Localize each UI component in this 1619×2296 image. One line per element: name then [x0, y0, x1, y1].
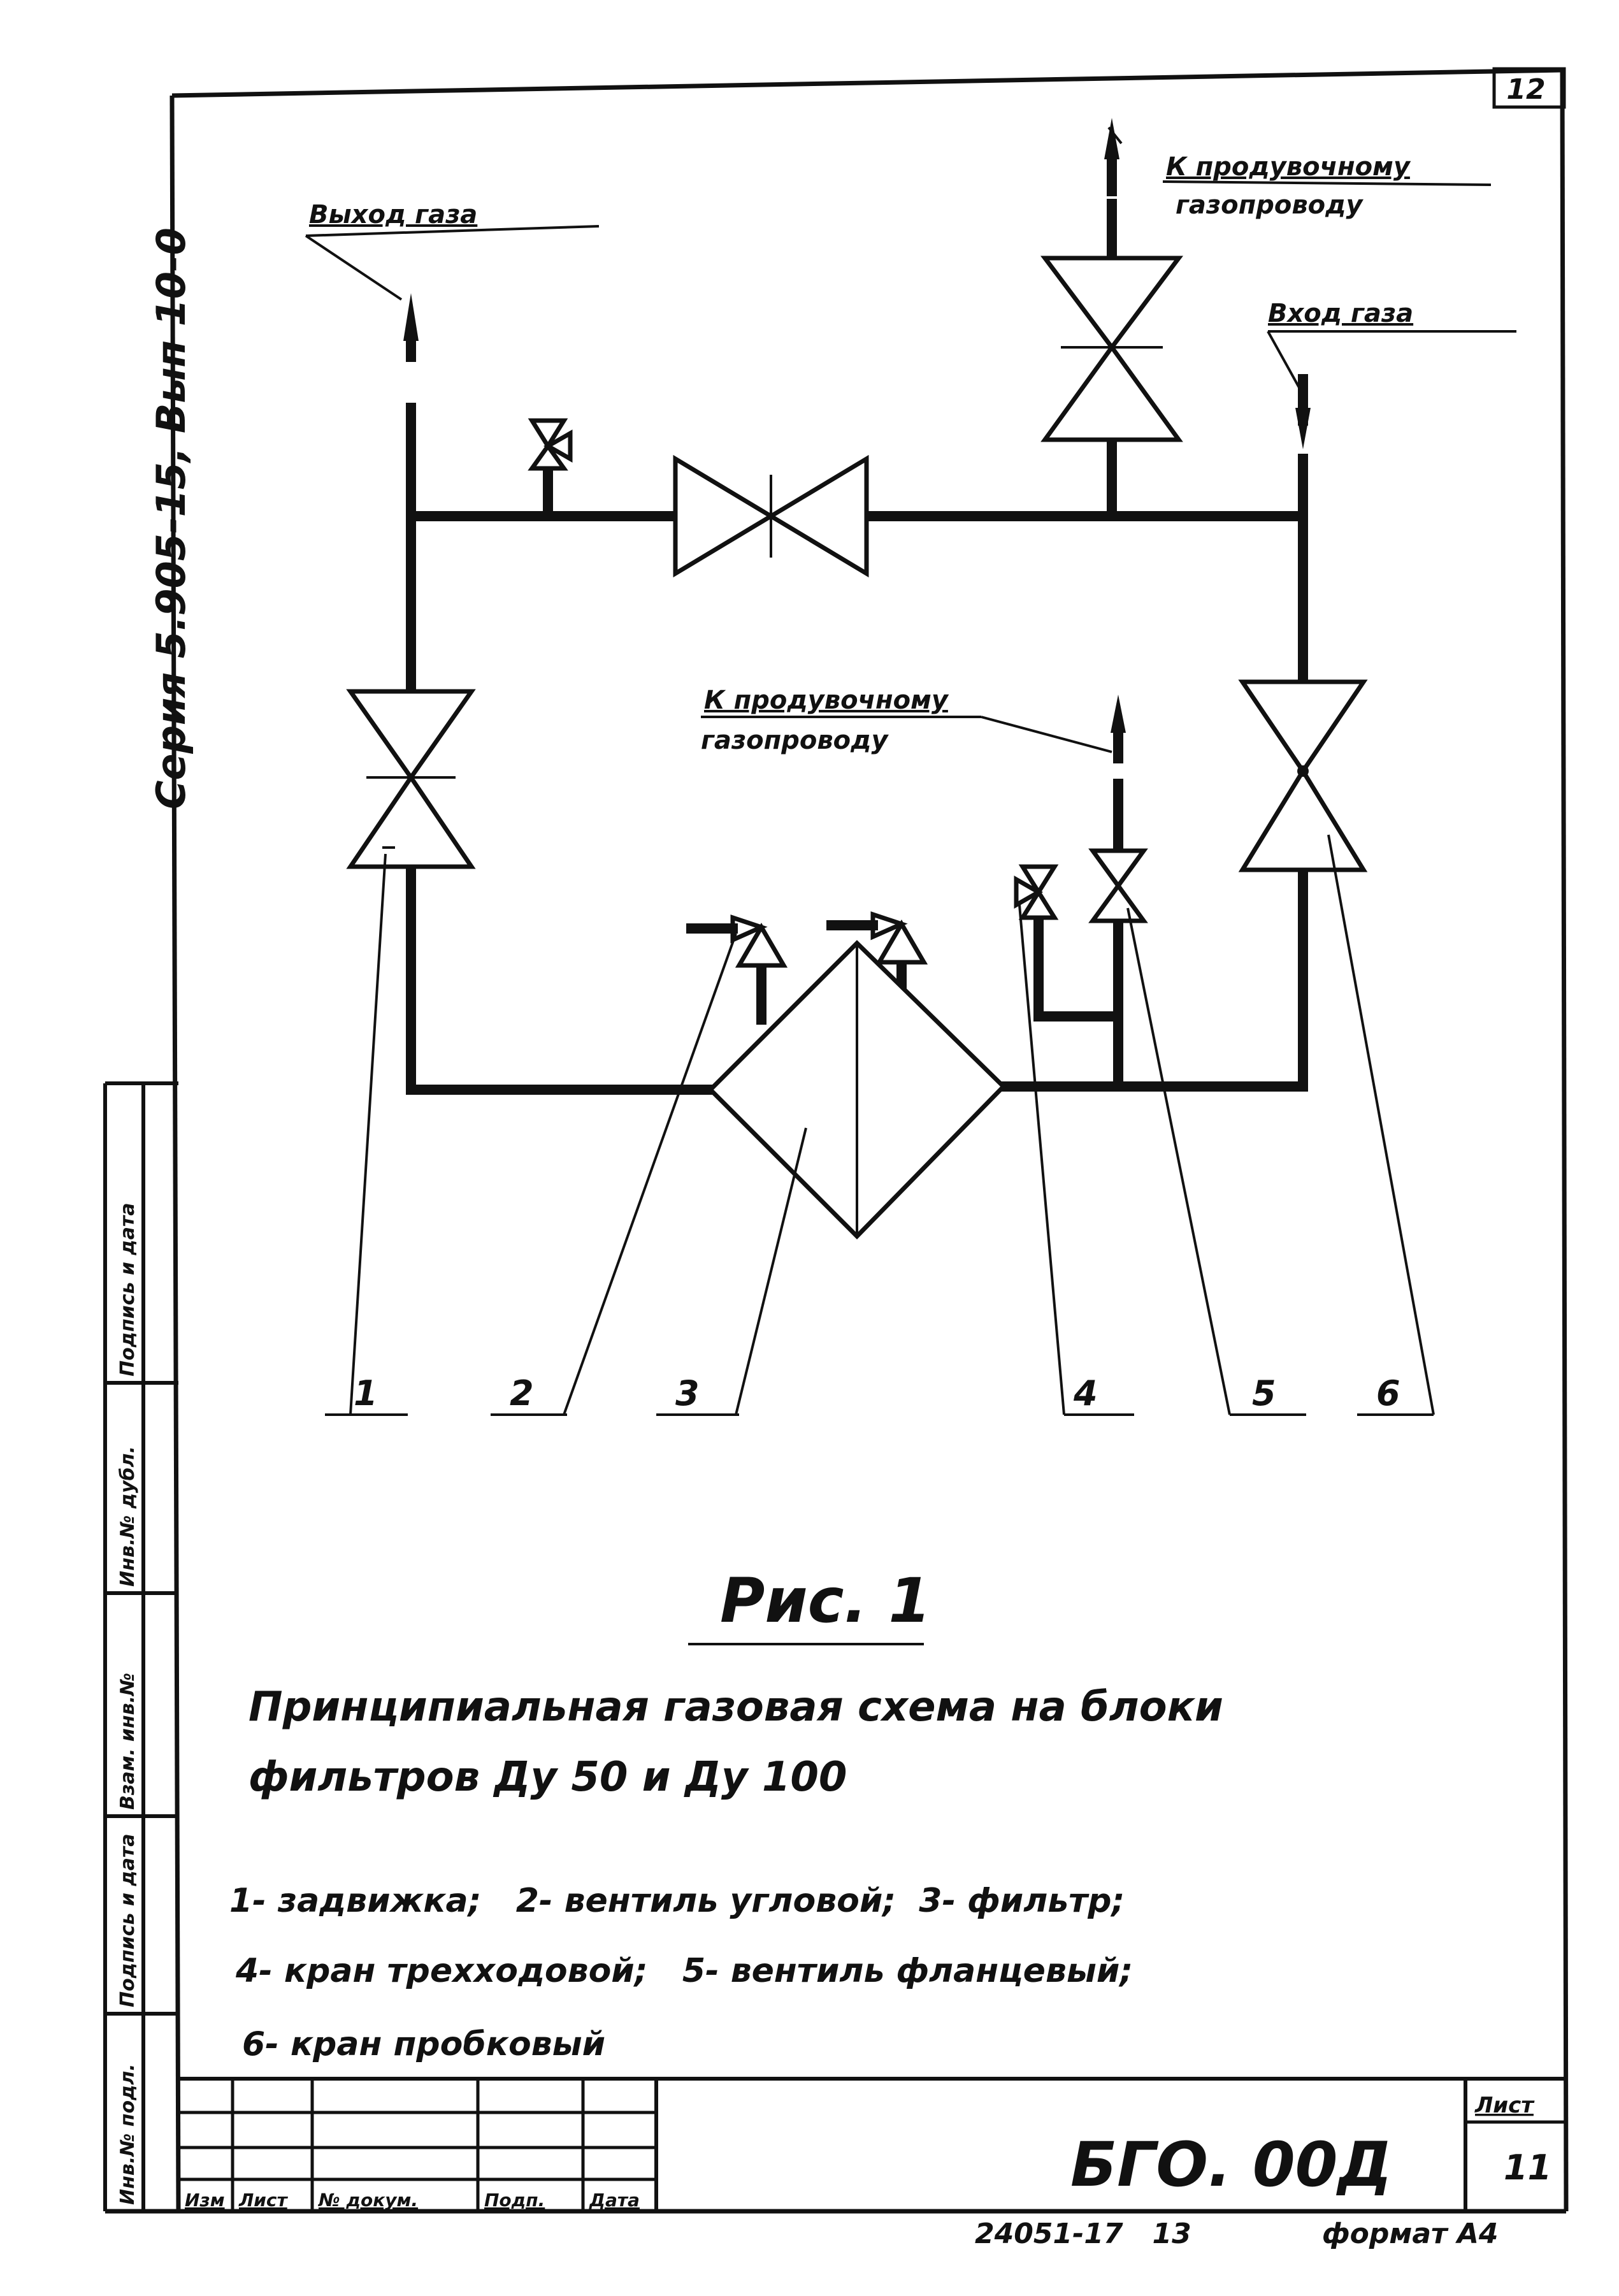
gate-valve-header	[673, 454, 869, 578]
tb-col-list: Лист	[238, 2190, 288, 2211]
arrow-purge-mid	[1111, 695, 1126, 763]
label-purge-mid-line1: К продувочному	[704, 686, 949, 715]
strip-label-inv-dubl: Инв.№ дубл.	[117, 1446, 139, 1587]
pipe-left-vertical-bottom	[406, 862, 716, 1095]
tb-col-date: Дата	[589, 2190, 640, 2211]
callout-2: 2	[510, 1373, 534, 1413]
sheet-number-top: 12	[1506, 73, 1545, 106]
label-purge-mid-line2: газопроводу	[701, 726, 889, 755]
strip-label-signature-date-2: Подпись и дата	[117, 1203, 139, 1376]
label-gas-out: Выход газа	[309, 200, 477, 229]
pipe-three-way-branch	[1033, 913, 1123, 1022]
strip-label-inv-podl: Инв.№ подл.	[117, 2063, 139, 2205]
left-binding-strip	[103, 1081, 178, 2211]
callout-4: 4	[1073, 1373, 1098, 1413]
arrow-gas-in	[1295, 374, 1311, 449]
tb-format: формат А4	[1322, 2218, 1499, 2250]
figure-caption: Рис. 1	[720, 1565, 931, 1636]
strip-label-vzam-inv: Взам. инв.№	[117, 1673, 139, 1810]
tb-col-sign: Подп.	[484, 2190, 545, 2211]
plug-cock-right	[1238, 679, 1368, 872]
callout-3: 3	[675, 1373, 700, 1413]
callout-1: 1	[354, 1373, 378, 1413]
arrow-purge-top	[1104, 118, 1119, 196]
sheet-frame	[105, 67, 1569, 2214]
arrow-gas-out	[403, 293, 419, 362]
tb-col-izm: Изм	[185, 2190, 225, 2211]
filter	[707, 940, 1007, 1239]
figure-title-line2: фильтров Ду 50 и Ду 100	[248, 1754, 847, 1801]
legend-line3: 6- кран пробковый	[242, 2025, 605, 2063]
three-way-cock	[1014, 864, 1059, 920]
tb-sheet-value: 11	[1504, 2148, 1551, 2188]
tb-col-doc: № докум.	[317, 2190, 418, 2211]
legend-line2: 4- кран трехходовой; 5- вентиль фланцевы…	[235, 1952, 1133, 1990]
gas-scheme	[305, 118, 1516, 1416]
tb-sheet-label: Лист	[1474, 2093, 1535, 2118]
gate-valve-left	[346, 689, 476, 869]
angle-valve-2	[826, 911, 928, 965]
title-block	[178, 2077, 1566, 2211]
tb-doc-number: 24051-17 13	[975, 2218, 1191, 2250]
small-valve-header	[528, 418, 573, 521]
callout-5: 5	[1252, 1373, 1276, 1413]
leader-lines	[305, 126, 1516, 1416]
callout-6: 6	[1376, 1373, 1400, 1413]
strip-label-signature-date-1: Подпись и дата	[117, 1834, 139, 2007]
label-purge-top-line2: газопроводу	[1176, 191, 1364, 220]
series-vertical-label: Серия 5.905-15, Вып 10-0	[148, 227, 194, 809]
legend-line1: 1- задвижка; 2- вентиль угловой; 3- филь…	[229, 1882, 1125, 1920]
gate-valve-purge-top	[1040, 256, 1183, 442]
label-gas-in: Вход газа	[1268, 299, 1413, 328]
flanged-valve	[1088, 848, 1148, 923]
angle-valve-1	[686, 914, 788, 968]
tb-designation: БГО. 00Д	[1070, 2129, 1392, 2200]
label-purge-top-line1: К продувочному	[1166, 152, 1411, 182]
figure-title-line1: Принципиальная газовая схема на блоки	[248, 1684, 1223, 1731]
pipe-right-vertical-bottom	[998, 865, 1308, 1092]
